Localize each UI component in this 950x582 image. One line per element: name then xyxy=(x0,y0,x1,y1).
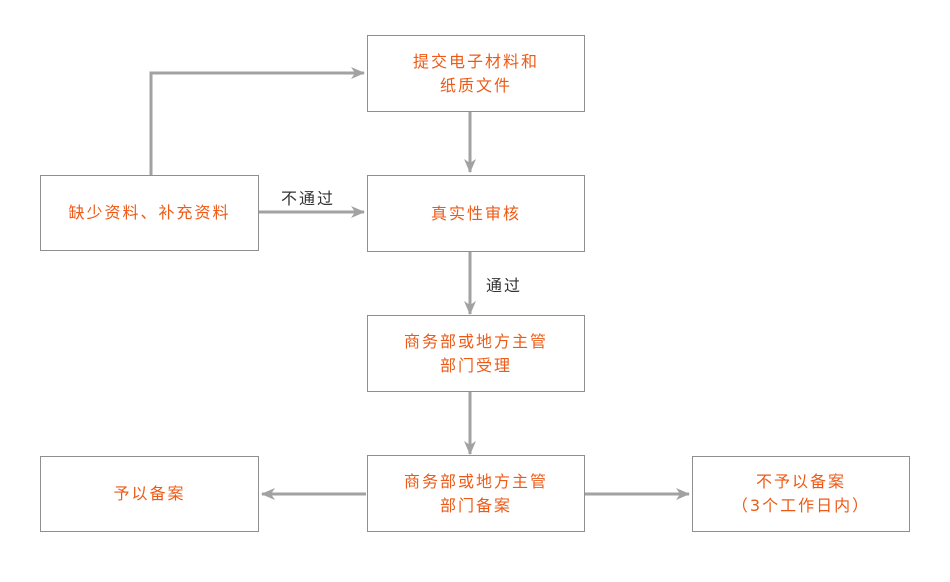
edge-label-pass: 通过 xyxy=(486,276,523,295)
node-accept-line1: 商务部或地方主管 xyxy=(403,331,548,351)
node-deny-record: 不予以备案 （3个工作日内） xyxy=(692,456,910,532)
node-ministry-record: 商务部或地方主管 部门备案 xyxy=(367,455,585,532)
node-ministry-accept: 商务部或地方主管 部门受理 xyxy=(367,315,585,392)
edge-label-fail: 不通过 xyxy=(281,189,336,208)
node-record-line1: 商务部或地方主管 xyxy=(403,471,548,491)
node-deny-line1: 不予以备案 xyxy=(755,472,846,491)
node-review-line1: 真实性审核 xyxy=(430,203,521,223)
node-grant-record: 予以备案 xyxy=(40,456,259,532)
node-supplement-materials: 缺少资料、补充资料 xyxy=(40,175,259,251)
node-supplement-line1: 缺少资料、补充资料 xyxy=(68,203,231,222)
node-submit-line2: 纸质文件 xyxy=(439,75,512,95)
node-authenticity-review: 真实性审核 xyxy=(367,175,585,252)
node-record-line2: 部门备案 xyxy=(439,495,512,515)
arrow-supplement-to-submit xyxy=(149,67,365,176)
node-accept-line2: 部门受理 xyxy=(439,355,512,375)
node-grant-line1: 予以备案 xyxy=(113,484,186,503)
node-submit-line1: 提交电子材料和 xyxy=(412,51,539,71)
node-deny-line2: （3个工作日内） xyxy=(731,496,871,515)
node-submit-materials: 提交电子材料和 纸质文件 xyxy=(367,35,585,112)
